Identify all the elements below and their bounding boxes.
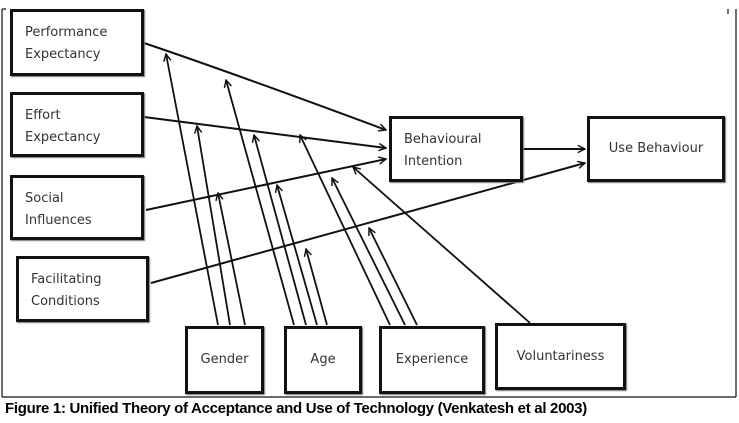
- box-label: Intention: [404, 154, 463, 169]
- age-moderator-arrow: [226, 80, 295, 326]
- experience-box: Experience: [379, 326, 485, 394]
- arrow-fc-to-ub: [150, 163, 585, 284]
- age-moderator-arrow: [306, 249, 328, 326]
- social-influences-box: Social Influences: [10, 175, 144, 240]
- facilitating-conditions-box: Facilitating Conditions: [16, 256, 149, 322]
- box-label: Facilitating: [31, 272, 102, 287]
- experience-moderator-arrow: [368, 228, 418, 326]
- box-label: Age: [310, 352, 336, 367]
- box-label: Influences: [25, 213, 92, 228]
- gender-moderator-arrow: [218, 193, 246, 326]
- arrow-si-to-bi: [145, 159, 386, 211]
- experience-moderator-arrow: [331, 178, 406, 326]
- gender-moderator-arrow: [166, 54, 219, 326]
- behavioural-intention-box: Behavioural Intention: [389, 116, 523, 182]
- voluntariness-moderator-arrow: [353, 167, 531, 324]
- box-label: Behavioural: [404, 132, 482, 147]
- box-label: Performance: [25, 25, 108, 40]
- voluntariness-box: Voluntariness: [495, 323, 626, 390]
- box-label: Voluntariness: [516, 348, 605, 364]
- gender-box: Gender: [185, 326, 264, 394]
- age-box: Age: [284, 326, 362, 394]
- use-behaviour-box: Use Behaviour: [587, 116, 725, 182]
- figure-frame: [1, 8, 737, 398]
- arrow-pe-to-bi: [143, 42, 386, 130]
- age-moderator-arrow: [277, 185, 318, 326]
- gender-moderator-arrow: [197, 126, 231, 326]
- box-label: Use Behaviour: [608, 141, 704, 156]
- effort-expectancy-box: Effort Expectancy: [10, 92, 144, 157]
- box-label: Effort: [25, 108, 61, 123]
- age-moderator-arrow: [254, 135, 307, 326]
- box-label: Gender: [200, 352, 249, 367]
- box-label: Expectancy: [25, 47, 101, 62]
- performance-expectancy-box: Performance Expectancy: [10, 9, 144, 76]
- arrow-ee-to-bi: [143, 116, 386, 148]
- box-label: Social: [25, 191, 64, 206]
- figure-caption: Figure 1: Unified Theory of Acceptance a…: [5, 400, 587, 417]
- experience-moderator-arrow: [300, 135, 391, 326]
- box-label: Conditions: [31, 294, 100, 309]
- box-label: Expectancy: [25, 130, 101, 145]
- box-label: Experience: [395, 352, 469, 367]
